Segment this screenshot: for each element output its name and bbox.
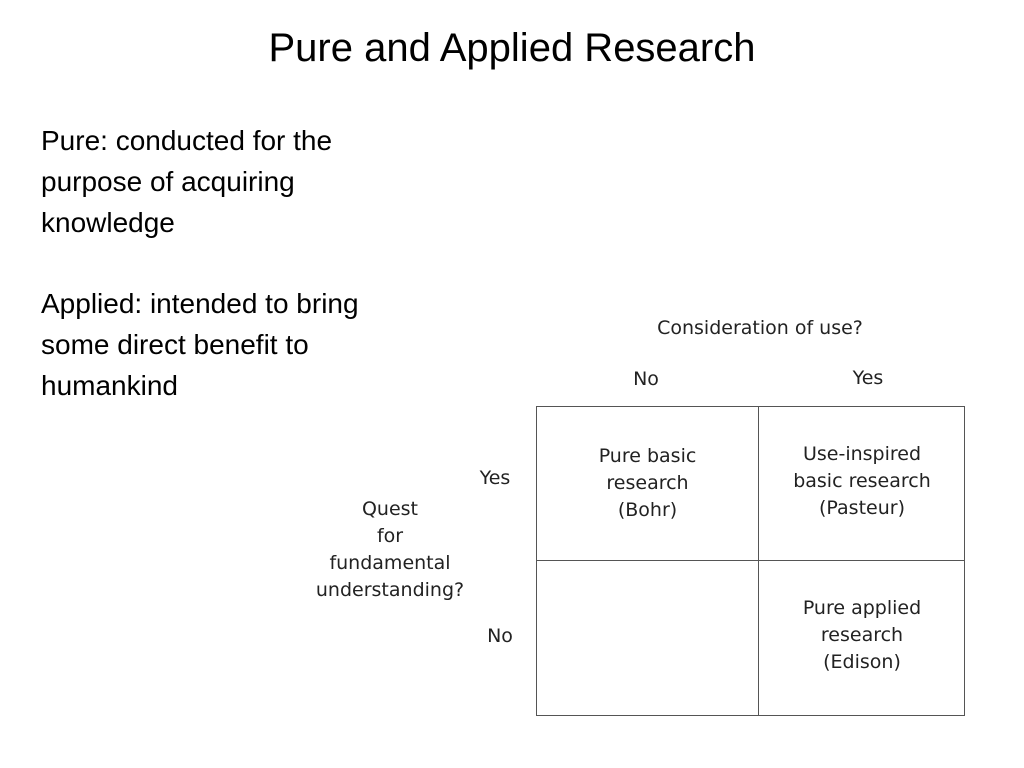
- cell-line: research: [820, 624, 904, 646]
- cell-use-inspired-basic-research: Use-inspired basic research (Pasteur): [759, 441, 965, 522]
- applied-definition-line: Applied: intended to bring: [41, 288, 359, 319]
- row-axis-title-line: understanding?: [315, 579, 465, 601]
- applied-definition-line: humankind: [41, 370, 178, 401]
- row-axis-title-line: fundamental: [329, 552, 451, 574]
- grid-vertical-divider: [758, 407, 759, 715]
- column-header-no: No: [633, 368, 659, 390]
- cell-line: Pure basic: [598, 445, 697, 467]
- row-header-yes: Yes: [479, 467, 511, 489]
- cell-line: (Pasteur): [819, 497, 905, 519]
- row-axis-title-line: for: [376, 525, 404, 547]
- column-axis-title: Consideration of use?: [657, 317, 863, 339]
- pure-definition-line: Pure: conducted for the: [41, 125, 333, 156]
- slide-title: Pure and Applied Research: [268, 26, 756, 70]
- applied-definition: Applied: intended to bring some direct b…: [41, 283, 461, 406]
- cell-line: basic research: [793, 470, 931, 492]
- cell-line: research: [606, 472, 689, 494]
- grid-horizontal-divider: [537, 560, 964, 561]
- cell-line: Use-inspired: [802, 443, 922, 465]
- row-axis-title: Quest for fundamental understanding?: [290, 496, 490, 604]
- pure-definition: Pure: conducted for the purpose of acqui…: [41, 120, 461, 243]
- cell-line: (Edison): [823, 651, 901, 673]
- applied-definition-line: some direct benefit to: [41, 329, 309, 360]
- cell-empty: [537, 561, 758, 716]
- row-header-no: No: [487, 625, 513, 647]
- quadrant-grid: Pure basic research (Bohr) Use-inspired …: [536, 406, 965, 716]
- cell-pure-basic-research: Pure basic research (Bohr): [537, 443, 758, 524]
- cell-pure-applied-research: Pure applied research (Edison): [759, 595, 965, 676]
- pure-definition-line: purpose of acquiring: [41, 166, 295, 197]
- row-axis-title-line: Quest: [361, 498, 419, 520]
- column-header-yes: Yes: [852, 367, 884, 389]
- pure-definition-line: knowledge: [41, 207, 175, 238]
- cell-line: (Bohr): [617, 499, 678, 521]
- cell-line: Pure applied: [802, 597, 922, 619]
